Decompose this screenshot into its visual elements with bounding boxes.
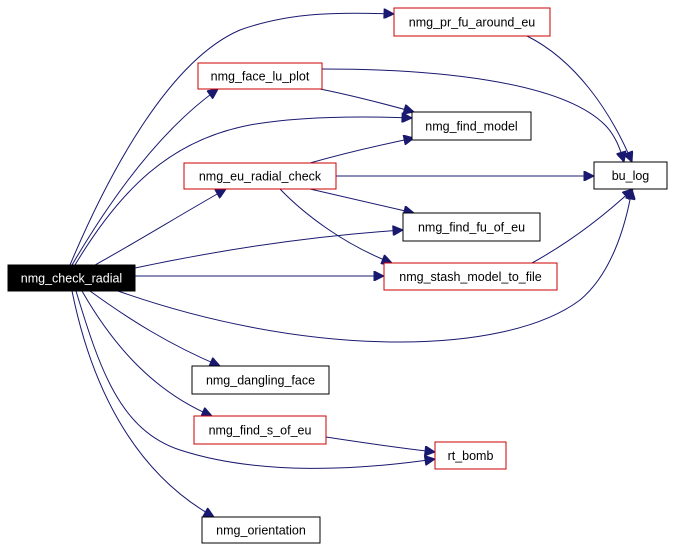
- node-rt-bomb[interactable]: rt_bomb: [434, 441, 507, 470]
- node-label: nmg_find_model: [425, 120, 517, 134]
- node-bu-log[interactable]: bu_log: [593, 161, 668, 190]
- node-box: [193, 415, 327, 445]
- node-label: nmg_orientation: [216, 524, 306, 538]
- node-box: [393, 7, 551, 37]
- node-box: [183, 162, 337, 190]
- edge-nmg_eu_radial_check-to-nmg_find_model: [309, 138, 414, 164]
- node-nmg-find-fu-of-eu[interactable]: nmg_find_fu_of_eu: [402, 212, 541, 242]
- node-label: nmg_dangling_face: [206, 374, 315, 388]
- node-nmg-face-lu-plot[interactable]: nmg_face_lu_plot: [197, 62, 323, 90]
- node-label: nmg_check_radial: [21, 272, 122, 286]
- edge-nmg_check_radial-to-nmg_find_model: [74, 117, 412, 266]
- nodes: nmg_check_radial nmg_pr_fu_around_eu nmg_f…: [7, 7, 668, 544]
- edge-nmg_check_radial-to-nmg_find_fu_of_eu: [134, 230, 403, 269]
- node-box: [7, 264, 136, 292]
- node-nmg-pr-fu-around-eu[interactable]: nmg_pr_fu_around_eu: [393, 7, 551, 37]
- node-box: [434, 441, 507, 470]
- edges: [69, 13, 633, 517]
- node-label: nmg_find_fu_of_eu: [418, 221, 525, 235]
- edge-nmg_check_radial-to-nmg_dangling_face: [89, 290, 220, 366]
- node-box: [383, 262, 558, 291]
- node-box: [197, 62, 323, 90]
- edge-nmg_eu_radial_check-to-nmg_stash_model_to_file: [279, 188, 392, 263]
- node-label: bu_log: [612, 169, 650, 183]
- node-nmg-find-s-of-eu[interactable]: nmg_find_s_of_eu: [193, 415, 327, 445]
- edge-nmg_pr_fu_around_eu-to-bu_log: [526, 35, 632, 162]
- node-box: [191, 365, 330, 395]
- node-label: rt_bomb: [448, 449, 494, 463]
- node-box: [411, 111, 532, 141]
- node-nmg-orientation[interactable]: nmg_orientation: [201, 516, 321, 544]
- node-nmg-check-radial: nmg_check_radial: [7, 264, 136, 292]
- edge-nmg_check_radial-to-rt_bomb: [75, 290, 435, 469]
- edge-nmg_check_radial-to-nmg_face_lu_plot: [71, 89, 218, 266]
- node-box: [593, 161, 668, 190]
- edge-nmg_eu_radial_check-to-nmg_find_fu_of_eu: [309, 188, 414, 213]
- edge-nmg_check_radial-to-nmg_orientation: [71, 290, 214, 517]
- node-nmg-dangling-face[interactable]: nmg_dangling_face: [191, 365, 330, 395]
- node-label: nmg_pr_fu_around_eu: [409, 16, 536, 30]
- edge-nmg_face_lu_plot-to-bu_log: [321, 68, 624, 162]
- edge-nmg_check_radial-to-bu_log: [117, 189, 632, 343]
- edge-nmg_check_radial-to-nmg_find_s_of_eu: [81, 290, 212, 416]
- edge-nmg_stash_model_to_file-to-bu_log: [531, 189, 633, 264]
- edge-nmg_find_s_of_eu-to-rt_bomb: [325, 436, 435, 452]
- node-label: nmg_stash_model_to_file: [399, 270, 541, 284]
- edge-nmg_check_radial-to-nmg_pr_fu_around_eu: [69, 13, 394, 266]
- edge-nmg_check_radial-to-nmg_eu_radial_check: [94, 189, 226, 266]
- node-nmg-stash-model-to-file[interactable]: nmg_stash_model_to_file: [383, 262, 558, 291]
- node-label: nmg_face_lu_plot: [211, 70, 310, 84]
- node-nmg-eu-radial-check[interactable]: nmg_eu_radial_check: [183, 162, 337, 190]
- node-nmg-find-model[interactable]: nmg_find_model: [411, 111, 532, 141]
- node-label: nmg_eu_radial_check: [199, 170, 322, 184]
- node-label: nmg_find_s_of_eu: [209, 424, 312, 438]
- edge-nmg_face_lu_plot-to-nmg_find_model: [319, 88, 414, 112]
- node-box: [201, 516, 321, 544]
- node-box: [402, 212, 541, 242]
